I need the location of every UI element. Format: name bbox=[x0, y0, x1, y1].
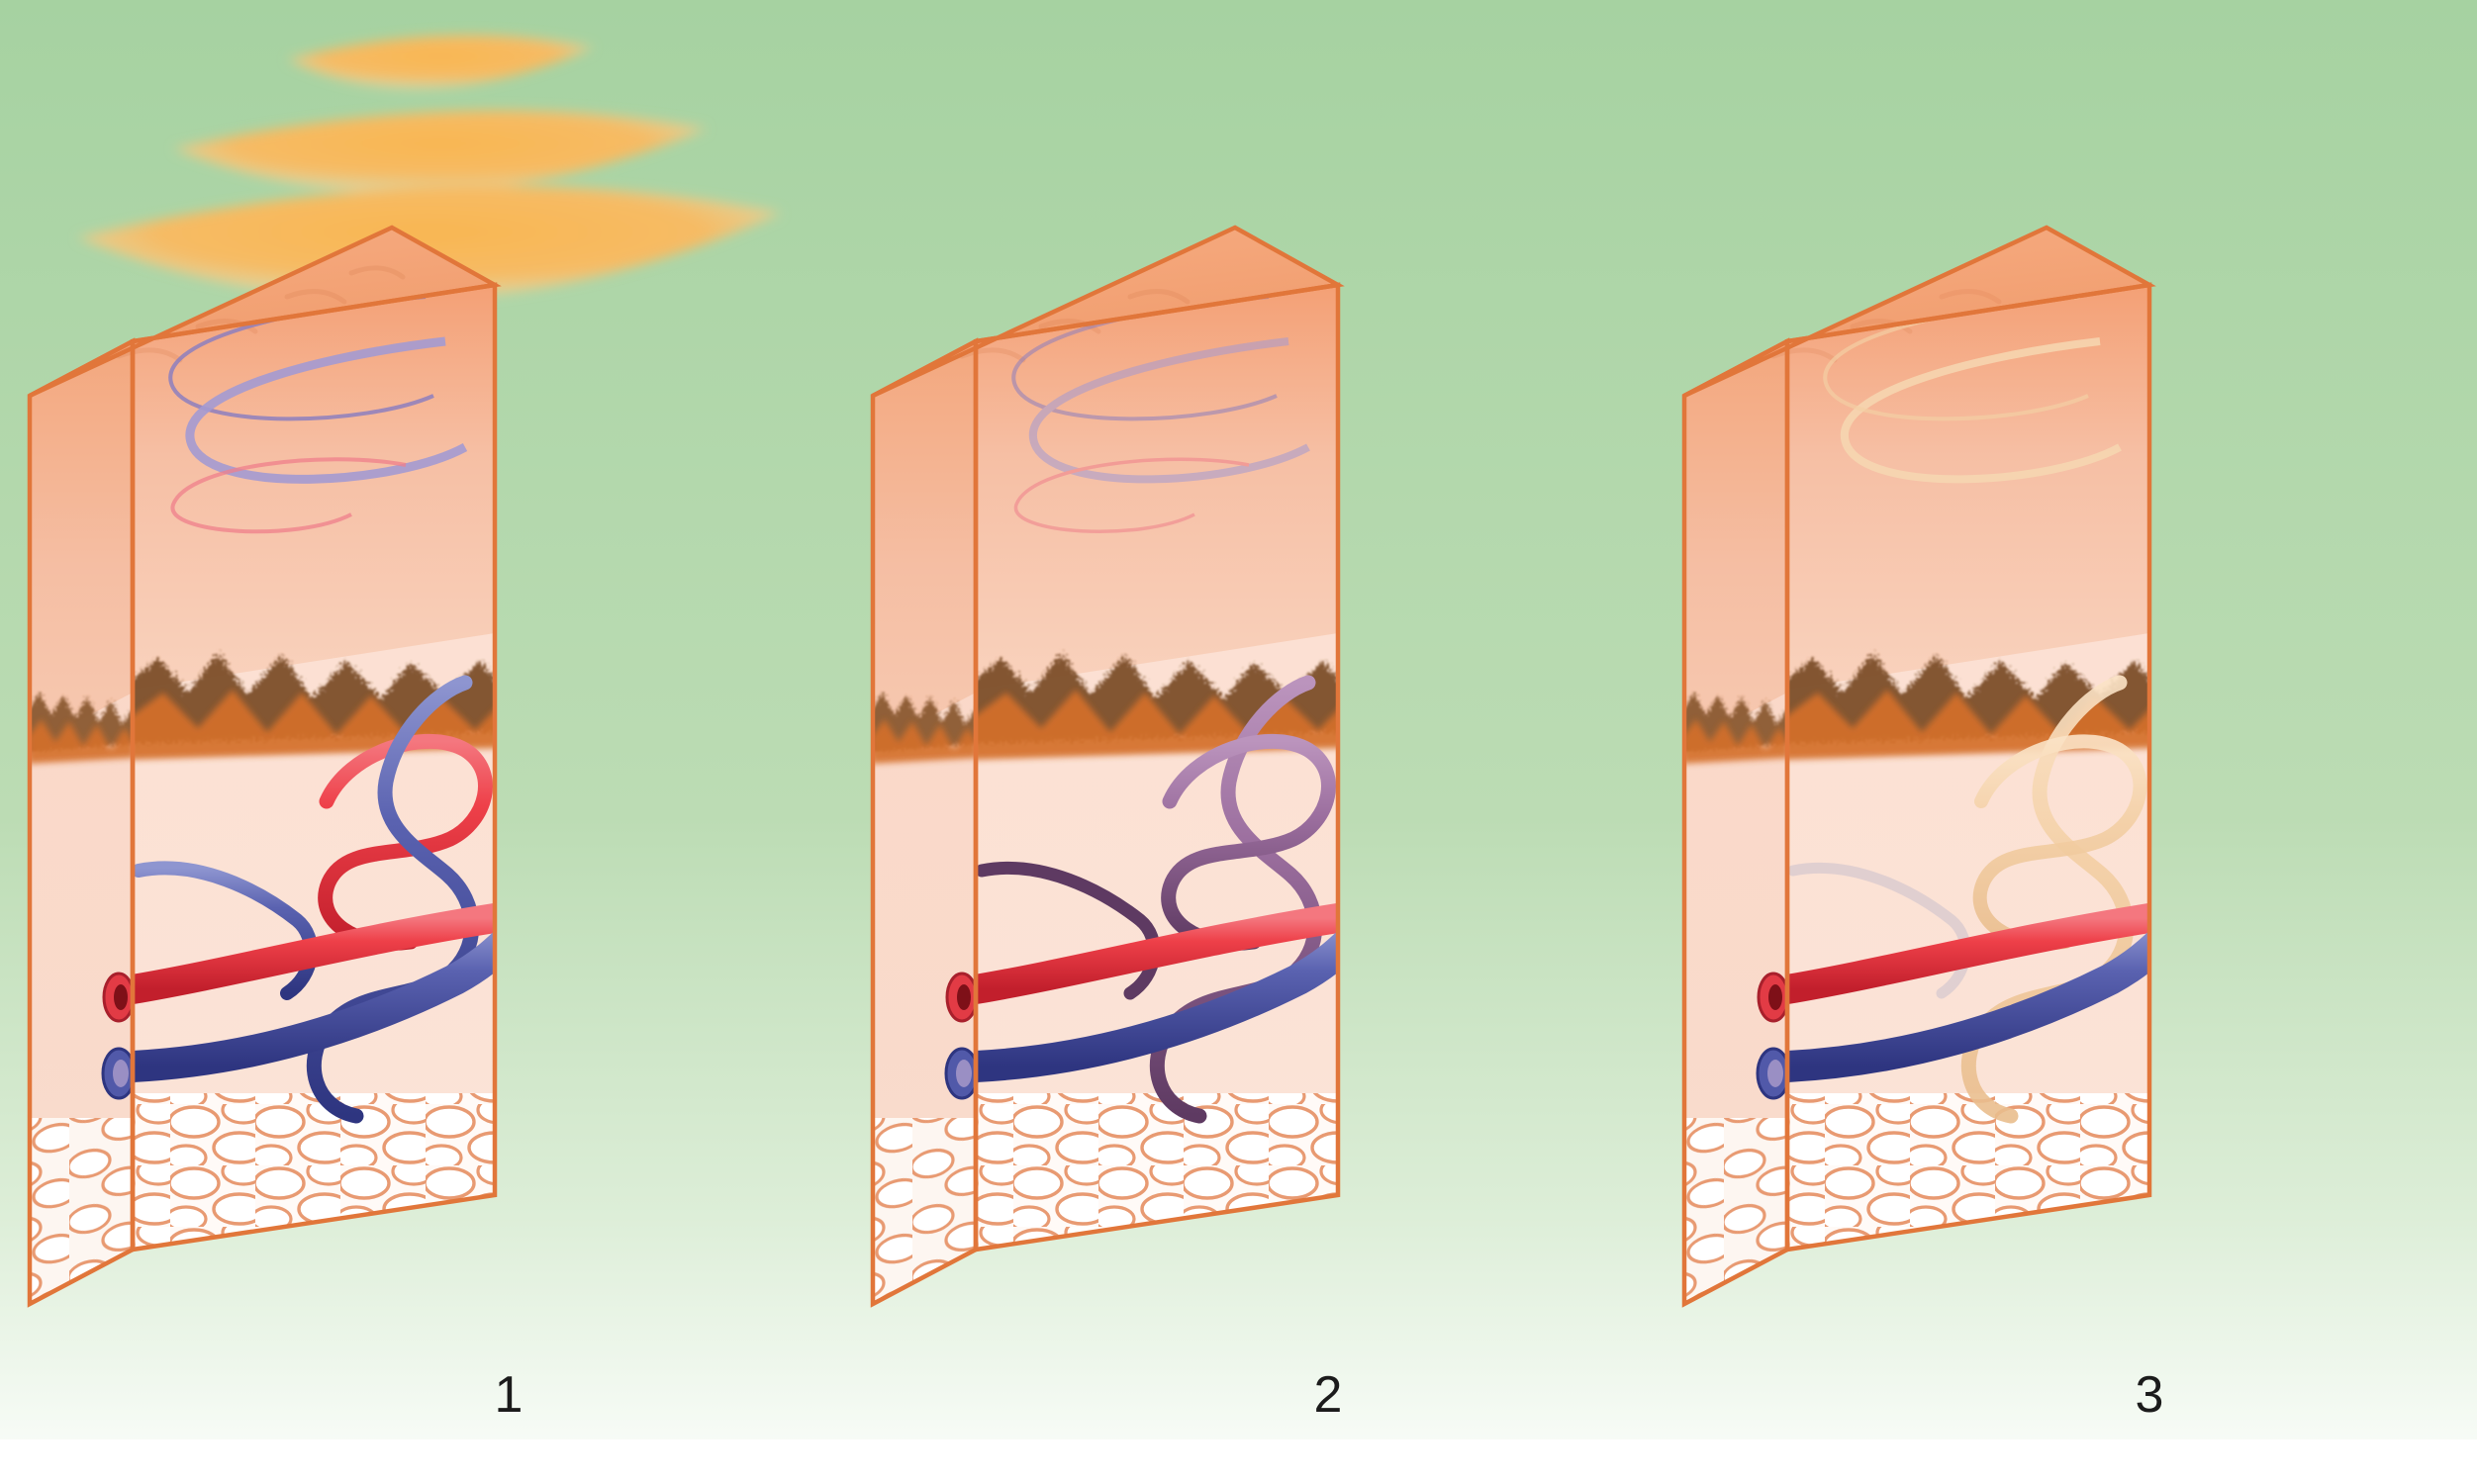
artery-2 bbox=[976, 903, 1338, 1004]
vein-cross-section-2 bbox=[944, 1047, 980, 1100]
panel-2-caption: 2 bbox=[1313, 1366, 1343, 1424]
vein-3 bbox=[1787, 910, 2149, 1082]
block-outline-1 bbox=[27, 225, 502, 1308]
panel-3-caption: 3 bbox=[2135, 1366, 2164, 1424]
artery-cross-section-1 bbox=[102, 972, 136, 1023]
vein-cross-section-3 bbox=[1756, 1047, 1791, 1100]
vein-cross-section-1 bbox=[101, 1047, 137, 1100]
skin-surface-texture bbox=[1770, 289, 2002, 363]
skin-surface-texture bbox=[959, 289, 1191, 363]
laser-energy-waves bbox=[77, 35, 782, 302]
vein-1 bbox=[133, 910, 495, 1082]
panel-1-caption: 1 bbox=[494, 1366, 524, 1424]
block-outline-2 bbox=[870, 225, 1345, 1308]
skin-block-2 bbox=[870, 225, 1345, 1308]
skin-block-1 bbox=[27, 225, 502, 1308]
skin-surface-texture bbox=[116, 265, 406, 363]
block-outline-3 bbox=[1681, 225, 2156, 1308]
vein-2 bbox=[976, 910, 1338, 1082]
artery-3 bbox=[1787, 903, 2149, 1004]
artery-1 bbox=[133, 903, 495, 1004]
artery-cross-section-3 bbox=[1757, 972, 1790, 1023]
skin-block-3 bbox=[1681, 225, 2156, 1308]
artery-cross-section-2 bbox=[945, 972, 979, 1023]
arteriole-1 bbox=[318, 734, 493, 951]
